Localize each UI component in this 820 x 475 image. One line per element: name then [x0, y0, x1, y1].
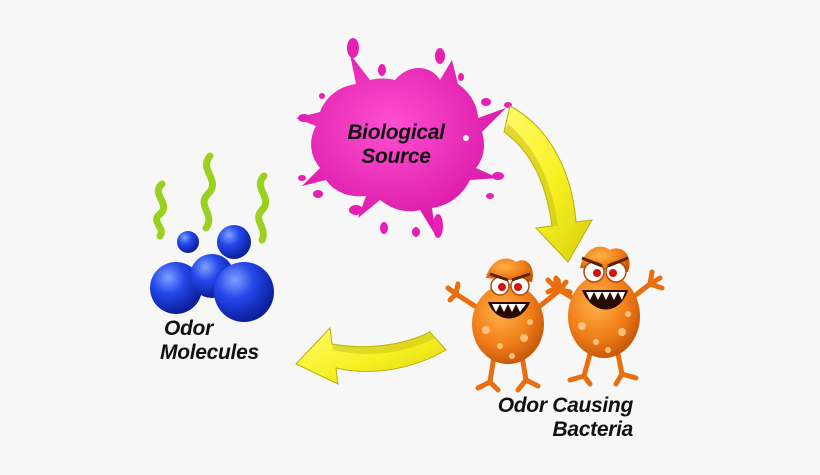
bacterium-right: [545, 246, 665, 387]
odor-molecule-cluster: [150, 225, 274, 322]
label-source-line2: Source: [361, 145, 431, 168]
arrow-source-to-bacteria: [503, 105, 593, 263]
vapor-wisps: [153, 152, 270, 244]
bacterium-left: [445, 258, 573, 393]
label-odor-molecules: Odor Molecules: [160, 317, 259, 365]
label-odor-causing-bacteria: Odor Causing Bacteria: [488, 394, 634, 442]
arrow-bacteria-to-odor: [295, 326, 447, 385]
label-bacteria-line2: Bacteria: [552, 418, 634, 441]
label-biological-source: Biological Source: [336, 121, 456, 169]
label-bacteria-line1: Odor Causing: [497, 394, 634, 417]
splat-blob: [296, 38, 512, 238]
label-odor-line1: Odor: [164, 317, 213, 340]
label-source-line1: Biological: [347, 121, 445, 144]
label-odor-line2: Molecules: [160, 341, 259, 364]
